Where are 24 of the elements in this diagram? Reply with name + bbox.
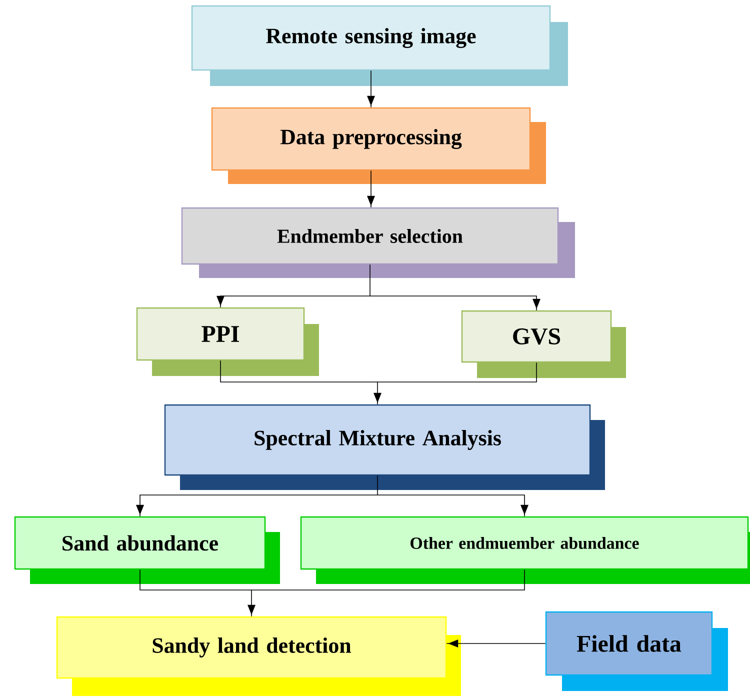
process-box: Spectral Mixture Analysis (164, 404, 591, 476)
arrow (367, 170, 375, 208)
process-box: Sand abundance (14, 516, 266, 570)
process-box: Other endmuember abundance (300, 516, 749, 570)
arrow (216, 296, 370, 308)
process-box: Sandy land detection (56, 616, 447, 679)
connector-line (140, 569, 252, 590)
arrow (374, 382, 382, 405)
process-box: Remote sensing image (191, 5, 551, 71)
arrow (367, 70, 375, 108)
process-box: Field data (545, 611, 713, 676)
arrow (377, 494, 528, 517)
process-box: GVS (461, 310, 612, 363)
connector-line (377, 362, 537, 382)
process-box: PPI (136, 307, 305, 361)
process-box: Endmember selection (181, 207, 559, 265)
process-box: Data preprocessing (211, 107, 531, 171)
connector-line (251, 569, 525, 590)
arrow (136, 494, 378, 517)
arrow (446, 640, 546, 648)
connector-line (377, 475, 378, 496)
arrow (370, 296, 540, 311)
arrow (248, 590, 256, 617)
connector-line (220, 360, 378, 382)
